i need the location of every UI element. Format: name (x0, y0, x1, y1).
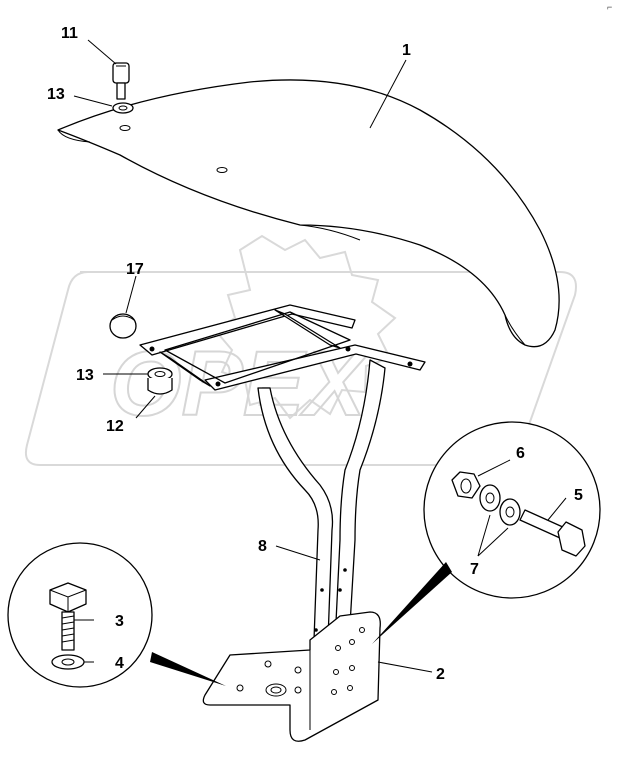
bushing-12 (147, 367, 173, 395)
bracket-2 (202, 611, 381, 742)
detail-pointer-left (150, 652, 226, 686)
callout-1: 1 (402, 42, 411, 59)
callout-13-mid: 13 (76, 367, 94, 384)
washer-13-top (112, 102, 134, 114)
callout-4: 4 (115, 655, 124, 672)
screw-11 (112, 62, 130, 100)
callout-11: 11 (61, 25, 78, 42)
callout-13-top: 13 (47, 86, 65, 103)
detail-pointer-right (372, 562, 452, 644)
callout-8: 8 (258, 538, 267, 555)
support-frame (139, 304, 426, 391)
callout-7: 7 (470, 561, 479, 578)
callout-3: 3 (115, 613, 124, 630)
fender-hole (216, 167, 228, 173)
callout-5: 5 (574, 487, 583, 504)
callouts: 1 11 13 17 13 12 8 2 3 4 6 5 7 ⌐ (47, 2, 612, 683)
callout-17: 17 (126, 261, 144, 278)
fender-hole (119, 125, 131, 131)
detail-circle-left (7, 542, 153, 688)
detail-circle-right (423, 421, 601, 599)
callout-6: 6 (516, 445, 525, 462)
fender (57, 79, 560, 348)
callout-12: 12 (106, 418, 124, 435)
corner-mark: ⌐ (607, 2, 612, 12)
leader-lines (73, 39, 567, 673)
callout-2: 2 (436, 666, 445, 683)
cap-17 (109, 313, 137, 339)
